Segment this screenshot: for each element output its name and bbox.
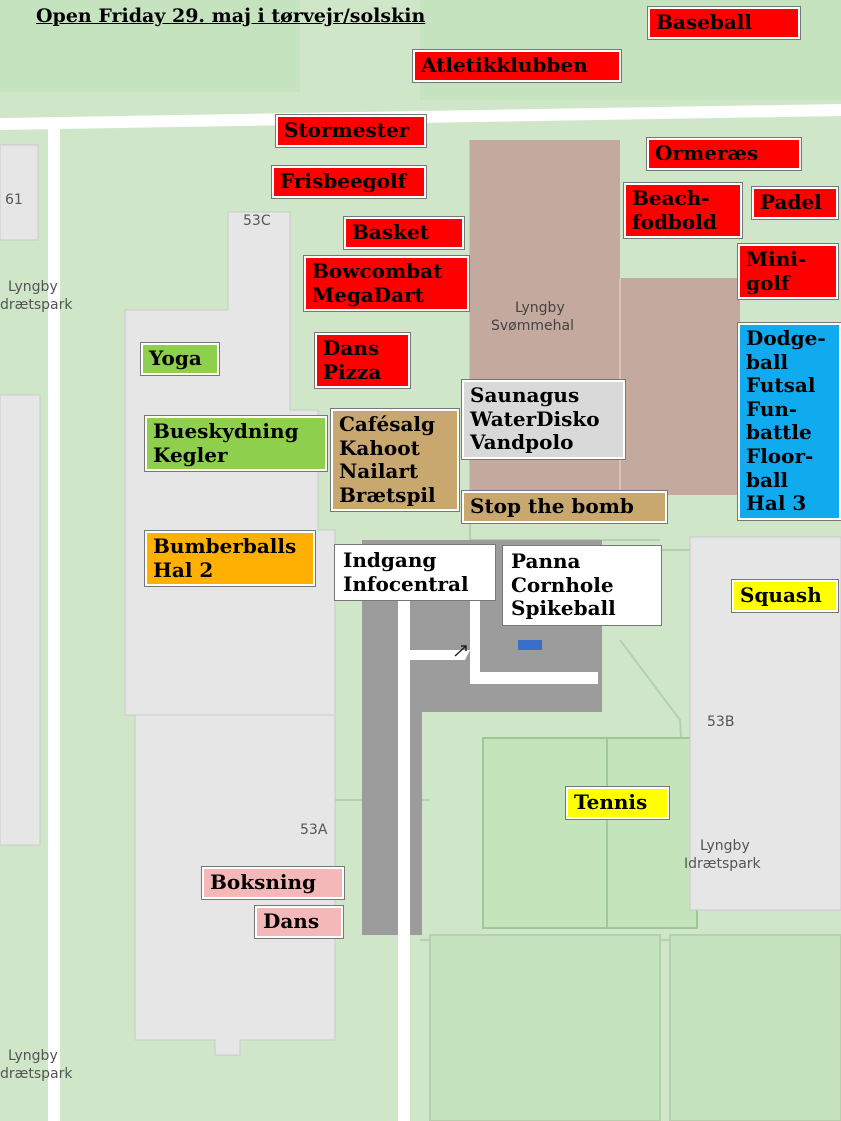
activity-dans-bottom[interactable]: Dans	[255, 906, 343, 938]
activity-hal3-group[interactable]: Dodge- ball Futsal Fun- battle Floor- ba…	[738, 323, 841, 520]
activity-stormester[interactable]: Stormester	[276, 115, 426, 147]
label-53c: 53C	[243, 213, 271, 229]
field-bottom-right	[669, 934, 841, 1121]
activity-tennis[interactable]: Tennis	[566, 787, 669, 819]
activity-atletikklubben[interactable]: Atletikklubben	[413, 50, 621, 82]
activity-minigolf[interactable]: Mini-golf	[738, 244, 838, 300]
field-bottom-middle	[429, 934, 661, 1121]
drive-loop-1	[398, 650, 470, 660]
activity-baseball[interactable]: Baseball	[648, 7, 800, 39]
activity-boksning[interactable]: Boksning	[202, 867, 344, 899]
activity-beachfodbold[interactable]: Beach-fodbold	[624, 183, 742, 239]
label-61: 61	[5, 192, 23, 208]
drive-loop-2	[470, 600, 598, 684]
tennis-court-1	[482, 737, 608, 929]
parking-sign-icon	[518, 640, 542, 650]
building-61	[0, 144, 39, 241]
arrow-icon	[454, 645, 467, 657]
activity-basket[interactable]: Basket	[344, 217, 464, 249]
road-left	[48, 118, 60, 1121]
place-lyngby-svommehal: Lyngby Svømmehal	[491, 300, 574, 334]
place-lyngby-idraetspark-top: Lyngby drætspark	[0, 279, 73, 313]
activity-ormeraes[interactable]: Ormeræs	[647, 138, 801, 170]
label-53a: 53A	[300, 822, 328, 838]
parking-strip	[362, 700, 422, 935]
road-middle	[398, 560, 410, 1121]
activity-yoga[interactable]: Yoga	[141, 343, 219, 375]
page-title: Open Friday 29. maj i tørvejr/solskin	[36, 5, 426, 27]
activity-stop-the-bomb[interactable]: Stop the bomb	[462, 491, 667, 523]
activity-frisbeegolf[interactable]: Frisbeegolf	[272, 166, 426, 198]
place-lyngby-idraetspark-right: Lyngby Idrætspark	[684, 838, 761, 872]
activity-padel[interactable]: Padel	[752, 187, 838, 219]
label-53b: 53B	[707, 714, 735, 730]
place-lyngby-idraetspark-bottom: Lyngby drætspark	[0, 1048, 73, 1082]
building-left-edge	[0, 394, 41, 846]
top-field-left	[0, 0, 300, 92]
tennis-court-2	[606, 737, 698, 929]
activity-squash[interactable]: Squash	[732, 580, 838, 612]
